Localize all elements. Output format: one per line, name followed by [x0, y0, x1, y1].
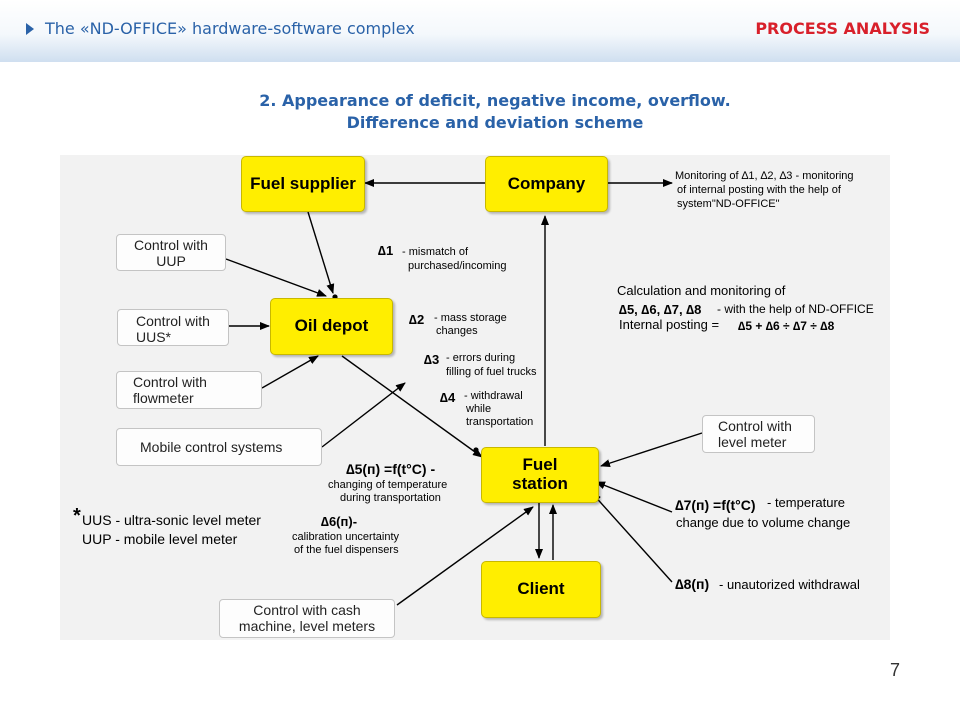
calc-note-line2: - with the help of ND-OFFICE: [717, 302, 874, 316]
delta3-symbol: ∆3: [424, 352, 440, 367]
delta5-text-line1: changing of temperature: [328, 479, 448, 491]
control-level-meter: Control with level meter: [702, 415, 815, 453]
internal-posting-formula: ∆5 + ∆6 ÷ ∆7 ÷ ∆8: [738, 319, 835, 333]
delta8-formula: ∆8(п): [675, 576, 710, 592]
node-client: Client: [481, 561, 601, 618]
delta3-text-line2: filling of fuel trucks: [446, 366, 537, 378]
control-mobile-systems: Mobile control systems: [116, 428, 322, 466]
header-section-title: PROCESS ANALYSIS: [755, 19, 930, 38]
arrow-supplier-to-depot: [307, 211, 335, 294]
arrow-levelmeter-to-station: [600, 432, 703, 468]
control-cash-machine: Control with cash machine, level meters: [219, 599, 395, 638]
slide-header: The «ND-OFFICE» hardware-software comple…: [0, 0, 960, 62]
calc-note-line1: Calculation and monitoring of: [617, 283, 786, 298]
play-arrow-icon: [26, 23, 34, 35]
monitoring-note-line2: of internal posting with the help of: [677, 184, 841, 196]
delta6-formula: ∆6(п)-: [321, 514, 358, 529]
control-uup: Control with UUP: [116, 234, 226, 271]
arrow-d7-to-station: [595, 481, 673, 513]
delta7-text-line1: - temperature: [767, 495, 846, 510]
arrow-mobile-to-depot: [321, 382, 406, 448]
arrow-depot-to-station: [341, 355, 483, 458]
slide-title-line1: 2. Appearance of deficit, negative incom…: [259, 91, 731, 110]
delta5-formula: ∆5(п) =f(t°C) -: [346, 461, 436, 477]
delta6-text-line1: calibration uncertainty: [292, 531, 400, 543]
delta6-text-line2: of the fuel dispensers: [294, 544, 399, 556]
control-uus: Control with UUS*: [117, 309, 229, 346]
calc-note-deltas: ∆5, ∆6, ∆7, ∆8: [619, 302, 702, 317]
footnote-line2: UUP - mobile level meter: [82, 531, 238, 547]
delta5-text-line2: during transportation: [340, 492, 441, 504]
delta7-formula: ∆7(п) =f(t°C): [675, 497, 756, 513]
arrow-flowmeter-to-depot: [261, 355, 319, 389]
delta1-symbol: ∆1: [378, 243, 394, 258]
monitoring-note-line1: Monitoring of ∆1, ∆2, ∆3 - monitoring: [675, 170, 854, 182]
control-flowmeter: Control with flowmeter: [116, 371, 262, 409]
slide-title-line2: Difference and deviation scheme: [346, 113, 644, 132]
delta8-text: - unautorized withdrawal: [719, 577, 860, 592]
delta4-text-line3: transportation: [466, 416, 534, 428]
node-company: Company: [485, 156, 608, 212]
internal-posting-label: Internal posting =: [619, 317, 720, 332]
arrow-cash-to-station: [396, 506, 534, 606]
arrow-d8-to-station: [591, 492, 673, 583]
delta4-symbol: ∆4: [440, 390, 456, 405]
node-fuel-supplier: Fuel supplier: [241, 156, 365, 212]
delta1-text-line2: purchased/incoming: [408, 260, 507, 272]
header-subtitle: The «ND-OFFICE» hardware-software comple…: [45, 19, 415, 38]
delta2-text-line1: - mass storage: [434, 312, 507, 324]
connector-dot: [473, 447, 479, 453]
node-fuel-station: Fuel station: [481, 447, 599, 503]
page-number: 7: [890, 660, 901, 680]
node-oil-depot: Oil depot: [270, 298, 393, 355]
footnote-asterisk: *: [73, 505, 81, 527]
delta2-text-line2: changes: [436, 325, 478, 337]
delta1-text-line1: - mismatch of: [402, 246, 469, 258]
delta4-text-line2: while: [466, 403, 492, 415]
footnote-line1: UUS - ultra-sonic level meter: [82, 512, 261, 528]
delta4-text-line1: - withdrawal: [464, 390, 523, 402]
delta3-text-line1: - errors during: [446, 352, 516, 364]
arrow-uup-to-depot: [225, 258, 327, 297]
monitoring-note-line3: system"ND-OFFICE": [677, 198, 780, 210]
delta2-symbol: ∆2: [409, 312, 425, 327]
delta7-text-line2: change due to volume change: [676, 515, 851, 530]
